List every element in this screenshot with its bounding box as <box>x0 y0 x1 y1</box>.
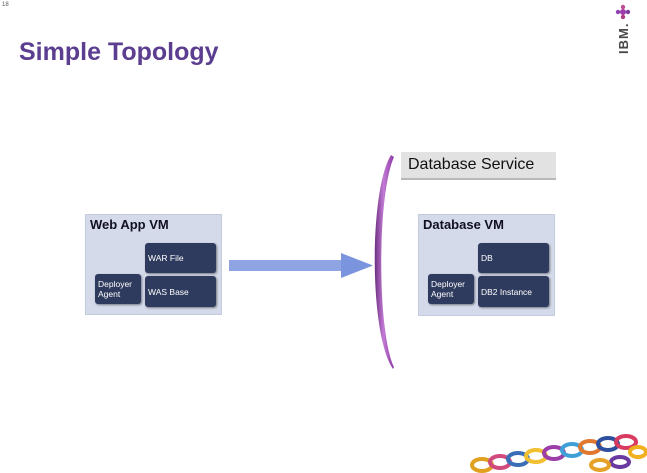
deployment-arrow <box>229 253 373 278</box>
web-app-vm: Web App VM WAR File Deployer Agent WAS B… <box>85 214 222 315</box>
ibm-logo: IBM. <box>607 4 635 56</box>
war-file-component: WAR File <box>145 243 216 273</box>
database-service-label: Database Service <box>401 152 556 180</box>
slide-number: 18 <box>2 2 9 8</box>
db2-instance-component: DB2 Instance <box>478 276 549 307</box>
ibm-logo-text: IBM. <box>616 22 631 54</box>
deployer-agent-component: Deployer Agent <box>95 274 141 304</box>
web-app-vm-title: Web App VM <box>90 217 169 232</box>
was-base-component: WAS Base <box>145 276 216 307</box>
database-vm-title: Database VM <box>423 217 504 232</box>
slide-title: Simple Topology <box>19 38 219 66</box>
service-bracket <box>374 155 394 369</box>
deployer-agent-component: Deployer Agent <box>428 274 474 304</box>
db-component: DB <box>478 243 549 273</box>
flower-swirl-icon <box>615 4 631 20</box>
database-vm: Database VM DB Deployer Agent DB2 Instan… <box>418 214 555 316</box>
colored-chain-rings-decoration <box>470 434 647 473</box>
